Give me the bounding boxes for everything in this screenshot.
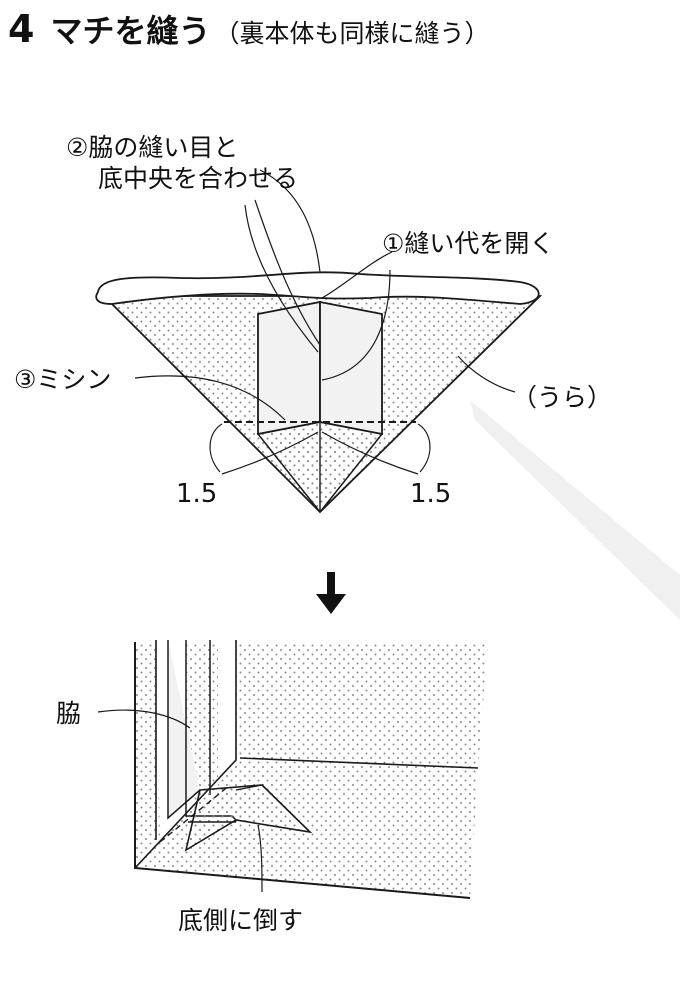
label-fold-to-bottom: 底側に倒す [178,906,304,935]
label-sew: ③ミシン [14,365,112,394]
measure-right-curve-b [321,431,419,475]
top-figure [95,169,543,514]
top-edge-roll [95,271,540,305]
step-title: マチを縫う [50,12,211,50]
bottom-figure [97,632,488,899]
folded-tip [184,784,313,852]
label-wrong-side: （うら） [512,383,613,412]
leader-wrong-side [457,355,516,393]
step-subtitle: （裏本体も同様に縫う） [214,19,490,48]
step-number: 4 [8,7,35,51]
measure-right-curve [417,423,431,473]
label-align-line1: ②脇の縫い目と [66,133,239,162]
shadow-beam [470,400,680,620]
arrow-down-icon [316,572,346,614]
label-measure-right: 1.5 [410,479,452,509]
leader-align-c [259,169,321,273]
label-measure-left: 1.5 [176,479,218,509]
leader-sew [134,375,286,421]
side-seam-left [167,640,201,820]
seam-allowance-left [257,300,321,436]
leader-open-seam-b [321,269,391,381]
bottom-fold-line [239,757,479,769]
leader-side [97,709,191,729]
label-side: 脇 [56,699,82,728]
stitch-line-bottom [159,784,231,843]
label-align: ②脇の縫い目と 底中央を合わせる [66,132,298,195]
leader-fold [257,824,263,893]
label-align-line2: 底中央を合わせる [98,164,299,194]
step-header: 4 マチを縫う （裏本体も同様に縫う） [8,6,489,56]
leader-align-a [254,199,321,346]
fold-edge [235,784,263,791]
leader-open-seam [321,251,393,299]
label-open-seam: ①縫い代を開く [382,229,555,258]
side-strip-edge [134,640,237,869]
measure-left-curve-b [221,431,319,475]
leader-align-b [244,204,319,353]
measure-left-curve [209,423,223,473]
